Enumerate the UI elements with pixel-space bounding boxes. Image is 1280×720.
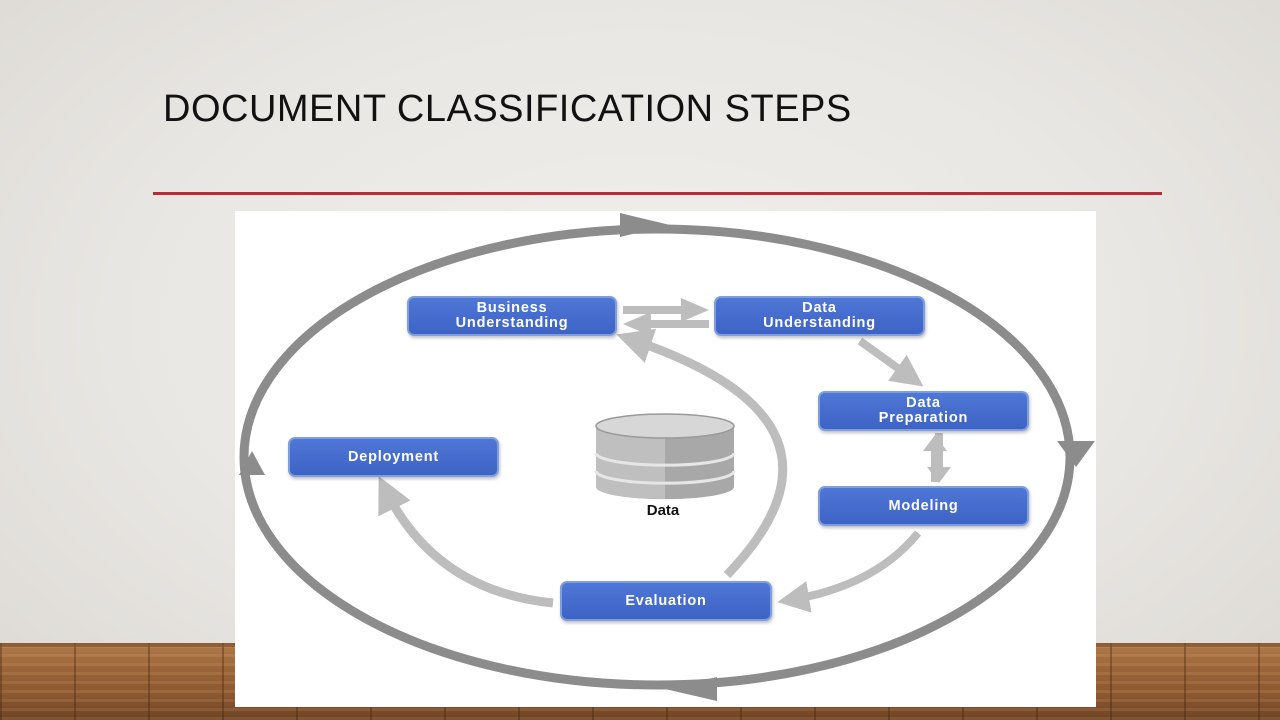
arrow-evaluation-to-business (616, 328, 788, 579)
preparation-modeling-arrows (923, 433, 951, 483)
cycle-arrowhead-right (1057, 441, 1095, 467)
step-deployment: Deployment (288, 437, 499, 477)
diagram-arrows (239, 213, 1095, 701)
step-deployment-label: Deployment (348, 448, 439, 465)
step-business-line1: Business (476, 300, 548, 316)
arrow-understanding-to-preparation (857, 337, 924, 387)
step-data-preparation-line1: Data (906, 395, 941, 411)
title-divider (153, 192, 1162, 195)
step-evaluation: Evaluation (560, 581, 772, 621)
database-label: Data (646, 502, 680, 519)
arrow-modeling-to-evaluation (777, 530, 922, 613)
step-data-preparation: Data Preparation (818, 391, 1029, 431)
step-business-line2: Understanding (455, 315, 569, 331)
step-modeling: Modeling (818, 486, 1029, 526)
step-data-understanding-line1: Data (802, 300, 837, 316)
step-data-understanding: Data Understanding (714, 296, 925, 336)
cycle-arrowhead-top (620, 213, 670, 237)
business-data-exchange-arrows (623, 298, 709, 336)
cycle-arrowhead-bottom (665, 677, 717, 701)
slide-title: DOCUMENT CLASSIFICATION STEPS (163, 88, 852, 130)
cycle-arrowhead-left (239, 451, 265, 475)
arrow-evaluation-to-deployment (378, 476, 554, 608)
step-business-understanding: Business Understanding (407, 296, 617, 336)
step-data-understanding-line2: Understanding (763, 315, 876, 331)
step-evaluation-label: Evaluation (625, 592, 707, 609)
step-data-preparation-line2: Preparation (878, 410, 969, 426)
step-modeling-label: Modeling (888, 497, 959, 514)
process-diagram: Business Understanding Data Understandin… (235, 211, 1096, 707)
database-icon (594, 413, 736, 500)
